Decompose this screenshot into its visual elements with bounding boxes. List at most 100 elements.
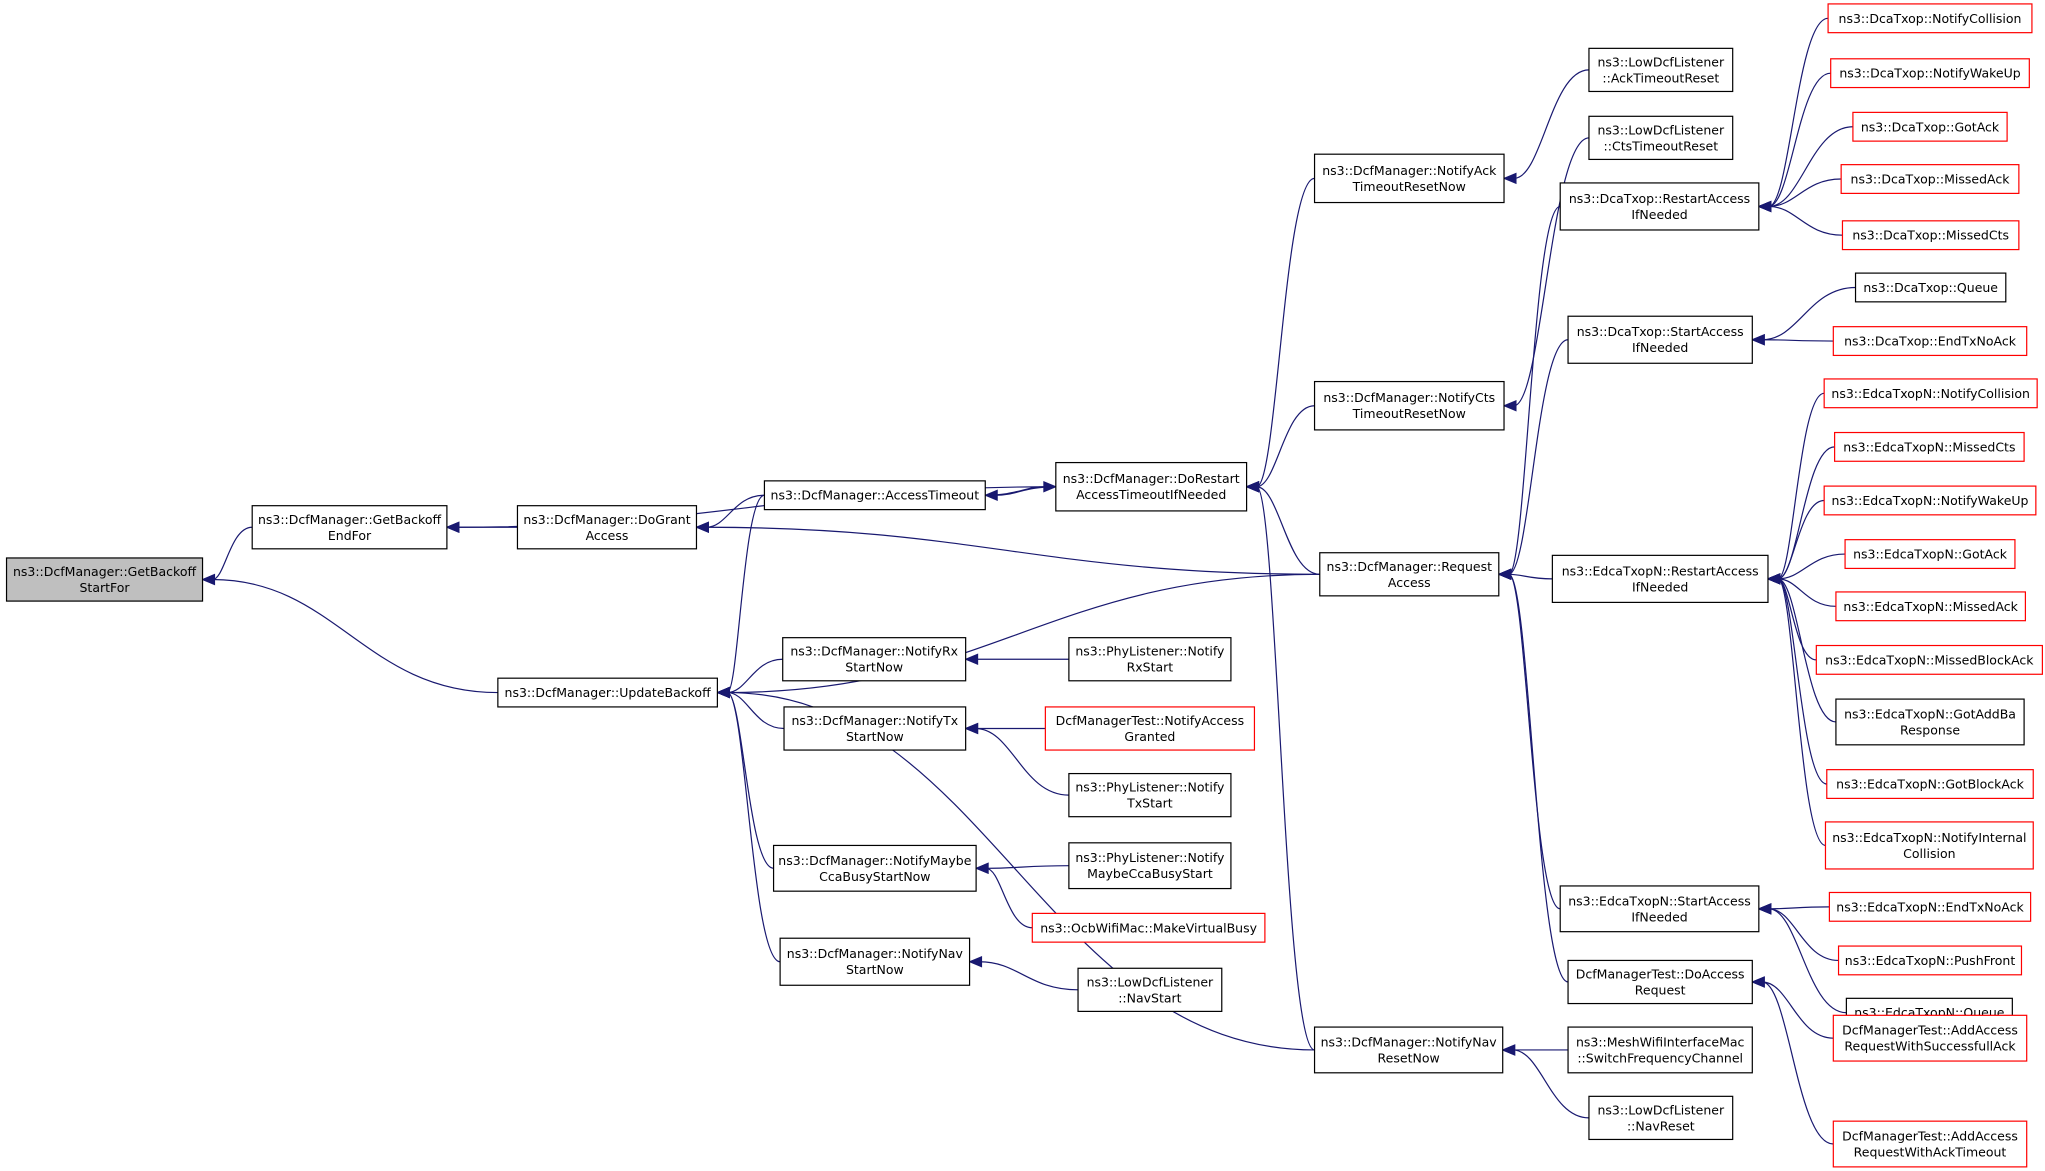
node-dca-missed-ack[interactable]: ns3::DcaTxop::MissedAck [1840, 164, 2020, 194]
call-edge [727, 691, 785, 730]
node-ocb-virtual-busy[interactable]: ns3::OcbWifiMac::MakeVirtualBusy [1031, 912, 1266, 943]
node-label: RequestWithSuccessfullAck [1844, 1039, 2016, 1054]
node-dca-missed-cts[interactable]: ns3::DcaTxop::MissedCts [1841, 220, 2020, 251]
node-test-add-timeout[interactable]: DcfManagerTest::AddAccessRequestWithAckT… [1832, 1120, 2028, 1168]
node-low-cts-timeout-reset[interactable]: ns3::LowDcfListener::CtsTimeoutReset [1588, 115, 1734, 161]
node-label: ns3::EdcaTxopN::MissedAck [1843, 599, 2018, 614]
node-dca-end-tx-no-ack[interactable]: ns3::DcaTxop::EndTxNoAck [1832, 326, 2028, 357]
node-notify-maybe-cca[interactable]: ns3::DcfManager::NotifyMaybeCcaBusyStart… [772, 844, 977, 892]
node-access-timeout[interactable]: ns3::DcfManager::AccessTimeout [763, 480, 986, 511]
node-edca-missed-block-ack[interactable]: ns3::EdcaTxopN::MissedBlockAck [1815, 644, 2043, 675]
call-edge [1777, 553, 1846, 580]
node-box [1823, 378, 2038, 409]
call-edge [726, 691, 774, 869]
node-box [1854, 272, 2007, 303]
node-dca-queue[interactable]: ns3::DcaTxop::Queue [1854, 272, 2007, 303]
node-update-backoff[interactable]: ns3::DcfManager::UpdateBackoff [497, 677, 718, 708]
node-dca-notify-collision[interactable]: ns3::DcaTxop::NotifyCollision [1827, 3, 2033, 34]
node-label: TimeoutResetNow [1352, 406, 1466, 421]
call-edge [985, 486, 1046, 496]
node-dca-got-ack[interactable]: ns3::DcaTxop::GotAck [1852, 111, 2008, 142]
arrowhead [716, 686, 730, 699]
node-edca-missed-cts[interactable]: ns3::EdcaTxopN::MissedCts [1834, 431, 2025, 462]
node-label: Access [586, 528, 629, 543]
node-label: ns3::DcfManager::NotifyTx [791, 713, 958, 728]
node-edca-end-tx-no-ack[interactable]: ns3::EdcaTxopN::EndTxNoAck [1828, 891, 2032, 922]
node-low-nav-start[interactable]: ns3::LowDcfListener::NavStart [1077, 967, 1223, 1012]
node-box [1835, 591, 2026, 622]
node-box [1840, 164, 2020, 194]
arrowhead [1043, 480, 1058, 493]
node-edca-got-ack[interactable]: ns3::EdcaTxopN::GotAck [1844, 539, 2016, 570]
node-box [1834, 431, 2025, 462]
call-edge [1768, 908, 1847, 1014]
node-low-nav-reset[interactable]: ns3::LowDcfListener::NavReset [1588, 1095, 1734, 1141]
arrowhead [964, 722, 979, 735]
node-edca-missed-ack[interactable]: ns3::EdcaTxopN::MissedAck [1835, 591, 2026, 622]
node-box [1828, 891, 2032, 922]
node-label: ns3::DcaTxop::RestartAccess [1569, 191, 1750, 206]
node-box [1835, 698, 2025, 746]
node-label: Access [1388, 575, 1431, 590]
call-edge [1777, 578, 1826, 847]
node-mesh-switch[interactable]: ns3::MeshWifiInterfaceMac::SwitchFrequen… [1567, 1026, 1753, 1074]
node-label: ns3::PhyListener::Notify [1075, 850, 1225, 865]
node-label: CcaBusyStartNow [819, 869, 930, 884]
node-edca-got-block-ack[interactable]: ns3::EdcaTxopN::GotBlockAck [1826, 769, 2034, 799]
call-edge [212, 526, 253, 581]
node-label: ns3::EdcaTxopN::RestartAccess [1562, 563, 1759, 578]
call-edge [1762, 286, 1856, 341]
arrowhead [964, 653, 979, 665]
node-edca-notify-wake-up[interactable]: ns3::EdcaTxopN::NotifyWakeUp [1823, 485, 2037, 516]
node-label: ns3::DcaTxop::Queue [1863, 280, 1998, 295]
call-edge [706, 494, 765, 528]
node-box [1830, 58, 2030, 89]
node-do-restart[interactable]: ns3::DcfManager::DoRestartAccessTimeoutI… [1055, 461, 1248, 512]
node-label: Request [1635, 982, 1686, 997]
node-test-add-success[interactable]: DcfManagerTest::AddAccessRequestWithSucc… [1832, 1014, 2028, 1062]
node-label: IfNeeded [1632, 579, 1688, 594]
node-label: RequestWithAckTimeout [1854, 1145, 2007, 1160]
node-low-ack-timeout-reset[interactable]: ns3::LowDcfListener::AckTimeoutReset [1588, 47, 1734, 93]
arrowhead [1501, 1044, 1516, 1056]
node-notify-cts-reset[interactable]: ns3::DcfManager::NotifyCtsTimeoutResetNo… [1313, 380, 1505, 431]
call-edge [727, 658, 783, 694]
node-box [1815, 644, 2043, 675]
node-box [1055, 461, 1248, 512]
node-box [1832, 326, 2028, 357]
node-box [1588, 115, 1734, 161]
call-edge [726, 691, 781, 963]
node-phy-maybe-cca[interactable]: ns3::PhyListener::NotifyMaybeCcaBusyStar… [1068, 842, 1232, 890]
call-edge [1768, 205, 1843, 236]
node-notify-ack-reset[interactable]: ns3::DcfManager::NotifyAckTimeoutResetNo… [1313, 153, 1505, 204]
node-box [1832, 1120, 2028, 1168]
node-label: StartNow [846, 962, 904, 977]
node-edca-push-front[interactable]: ns3::EdcaTxopN::PushFront [1837, 945, 2023, 976]
graph-edges [201, 17, 1856, 1145]
call-edge [1508, 205, 1561, 575]
node-box [783, 706, 967, 751]
node-dca-notify-wake-up[interactable]: ns3::DcaTxop::NotifyWakeUp [1830, 58, 2030, 89]
node-box [1551, 554, 1769, 603]
node-box [1313, 153, 1505, 204]
node-box [1824, 821, 2034, 870]
node-edca-notify-collision[interactable]: ns3::EdcaTxopN::NotifyCollision [1823, 378, 2038, 409]
